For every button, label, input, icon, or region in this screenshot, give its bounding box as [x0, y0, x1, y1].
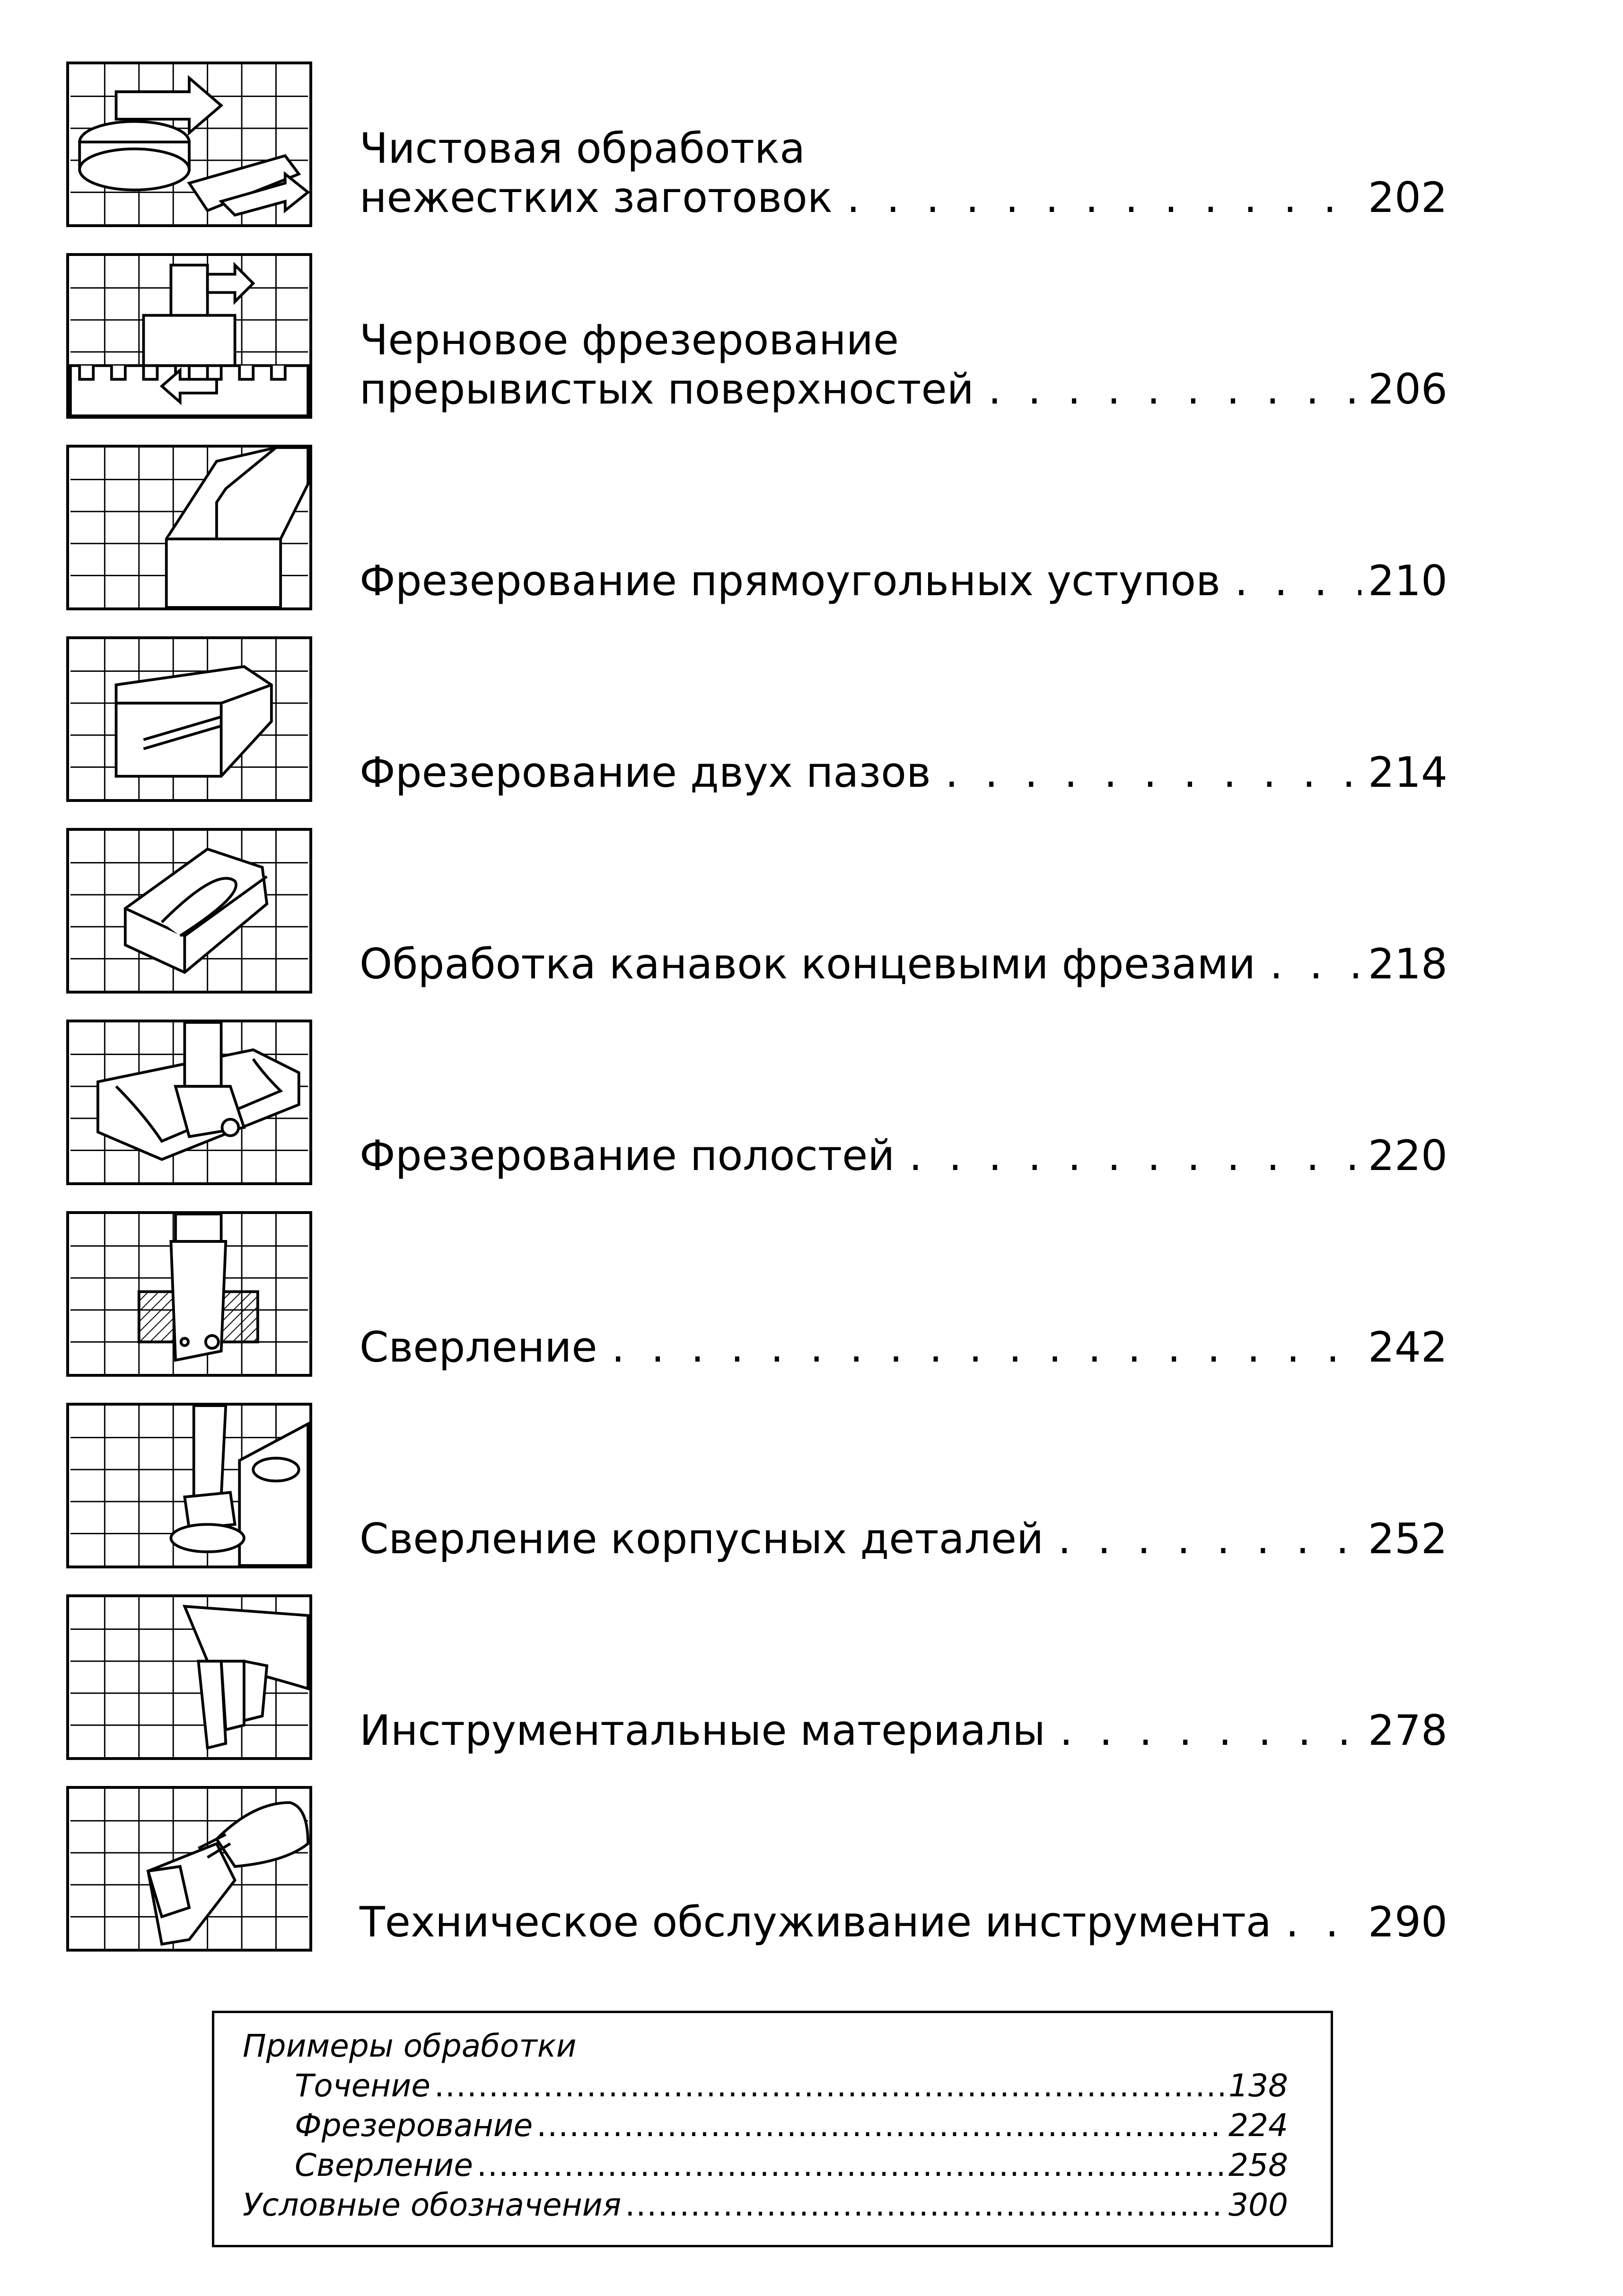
page-number: 220	[1368, 1131, 1448, 1180]
page-number: 202	[1368, 173, 1448, 222]
toc-entry[interactable]: Сверление 242	[66, 1211, 1448, 1381]
leader-dots	[945, 748, 1361, 797]
examples-item-label: Сверление	[295, 2147, 473, 2183]
symbols-label: Условные обозначения	[243, 2187, 622, 2223]
entry-title-line: нежестких заготовок	[360, 173, 833, 222]
entry-title-line: Фрезерование прямоугольных уступов	[360, 556, 1220, 605]
entry-title-line: Сверление корпусных деталей	[360, 1514, 1044, 1563]
leader-dots	[1235, 556, 1361, 606]
leader-dots	[625, 2185, 1225, 2225]
toc-entry[interactable]: Фрезерование двух пазов 214	[66, 636, 1448, 807]
entry-title-line: Черновое фрезерование	[360, 316, 899, 364]
page-number: 242	[1368, 1323, 1448, 1372]
entry-title-line: Фрезерование полостей	[360, 1131, 895, 1180]
page-number: 214	[1368, 748, 1448, 797]
leader-dots	[612, 1323, 1361, 1372]
toc-entry[interactable]: Фрезерование полостей 220	[66, 1020, 1448, 1190]
entry-title-line: Обработка канавок концевыми фрезами	[360, 940, 1256, 988]
housing-drilling-icon	[66, 1403, 312, 1568]
page-number: 218	[1368, 940, 1448, 988]
page-number: 290	[1368, 1898, 1448, 1946]
entry-title-line: прерывистых поверхностей	[360, 365, 974, 413]
toc-entry[interactable]: Чистовая обработка нежестких заготовок 2…	[66, 62, 1448, 232]
examples-item-label: Фрезерование	[295, 2107, 533, 2144]
page-number: 210	[1368, 556, 1448, 605]
toc-entry[interactable]: Техническое обслуживание инструмента 290	[66, 1786, 1448, 1956]
entry-title-line: Сверление	[360, 1323, 597, 1372]
slot-milling-icon	[66, 636, 312, 802]
symbols-entry[interactable]: Условные обозначения 300	[243, 2185, 1288, 2225]
examples-item-label: Точение	[295, 2067, 430, 2104]
toc-entry[interactable]: Обработка канавок концевыми фрезами 218	[66, 828, 1448, 998]
leader-dots	[909, 1131, 1361, 1180]
examples-box: Примеры обработки Точение 138 Фрезерован…	[212, 2011, 1333, 2247]
tool-maintenance-icon	[66, 1786, 312, 1952]
page-number: 258	[1228, 2147, 1288, 2183]
examples-item[interactable]: Фрезерование 224	[243, 2106, 1288, 2146]
drilling-icon	[66, 1211, 312, 1377]
entry-title-line: Инструментальные материалы	[360, 1706, 1045, 1755]
page-number: 278	[1368, 1706, 1448, 1755]
page-number: 252	[1368, 1514, 1448, 1563]
milling-nonrigid-icon	[66, 62, 312, 227]
leader-dots	[1058, 1514, 1361, 1564]
leader-dots	[477, 2146, 1225, 2185]
leader-dots	[988, 365, 1361, 414]
page-number: 138	[1228, 2067, 1288, 2104]
leader-dots	[847, 173, 1361, 222]
examples-item[interactable]: Точение 138	[243, 2066, 1288, 2106]
examples-item[interactable]: Сверление 258	[243, 2146, 1288, 2185]
tool-materials-icon	[66, 1594, 312, 1760]
shoulder-milling-icon	[66, 445, 312, 610]
leader-dots	[536, 2106, 1225, 2146]
page-number: 206	[1368, 365, 1448, 413]
groove-endmill-icon	[66, 828, 312, 994]
page-number: 224	[1228, 2107, 1288, 2144]
leader-dots	[1060, 1706, 1361, 1755]
entry-title-line: Фрезерование двух пазов	[360, 748, 931, 797]
toc-entry[interactable]: Черновое фрезерование прерывистых поверх…	[66, 253, 1448, 423]
leader-dots	[434, 2066, 1225, 2106]
cavity-milling-icon	[66, 1020, 312, 1185]
toc-entry[interactable]: Сверление корпусных деталей 252	[66, 1403, 1448, 1573]
examples-heading: Примеры обработки	[243, 2028, 577, 2064]
entry-title-line: Техническое обслуживание инструмента	[360, 1898, 1272, 1946]
entry-title-line: Чистовая обработка	[360, 124, 806, 173]
toc-entry[interactable]: Инструментальные материалы 278	[66, 1594, 1448, 1765]
page-number: 300	[1228, 2187, 1288, 2223]
toc-entry[interactable]: Фрезерование прямоугольных уступов 210	[66, 445, 1448, 615]
leader-dots	[1286, 1898, 1361, 1947]
rough-milling-icon	[66, 253, 312, 419]
leader-dots	[1270, 940, 1361, 989]
